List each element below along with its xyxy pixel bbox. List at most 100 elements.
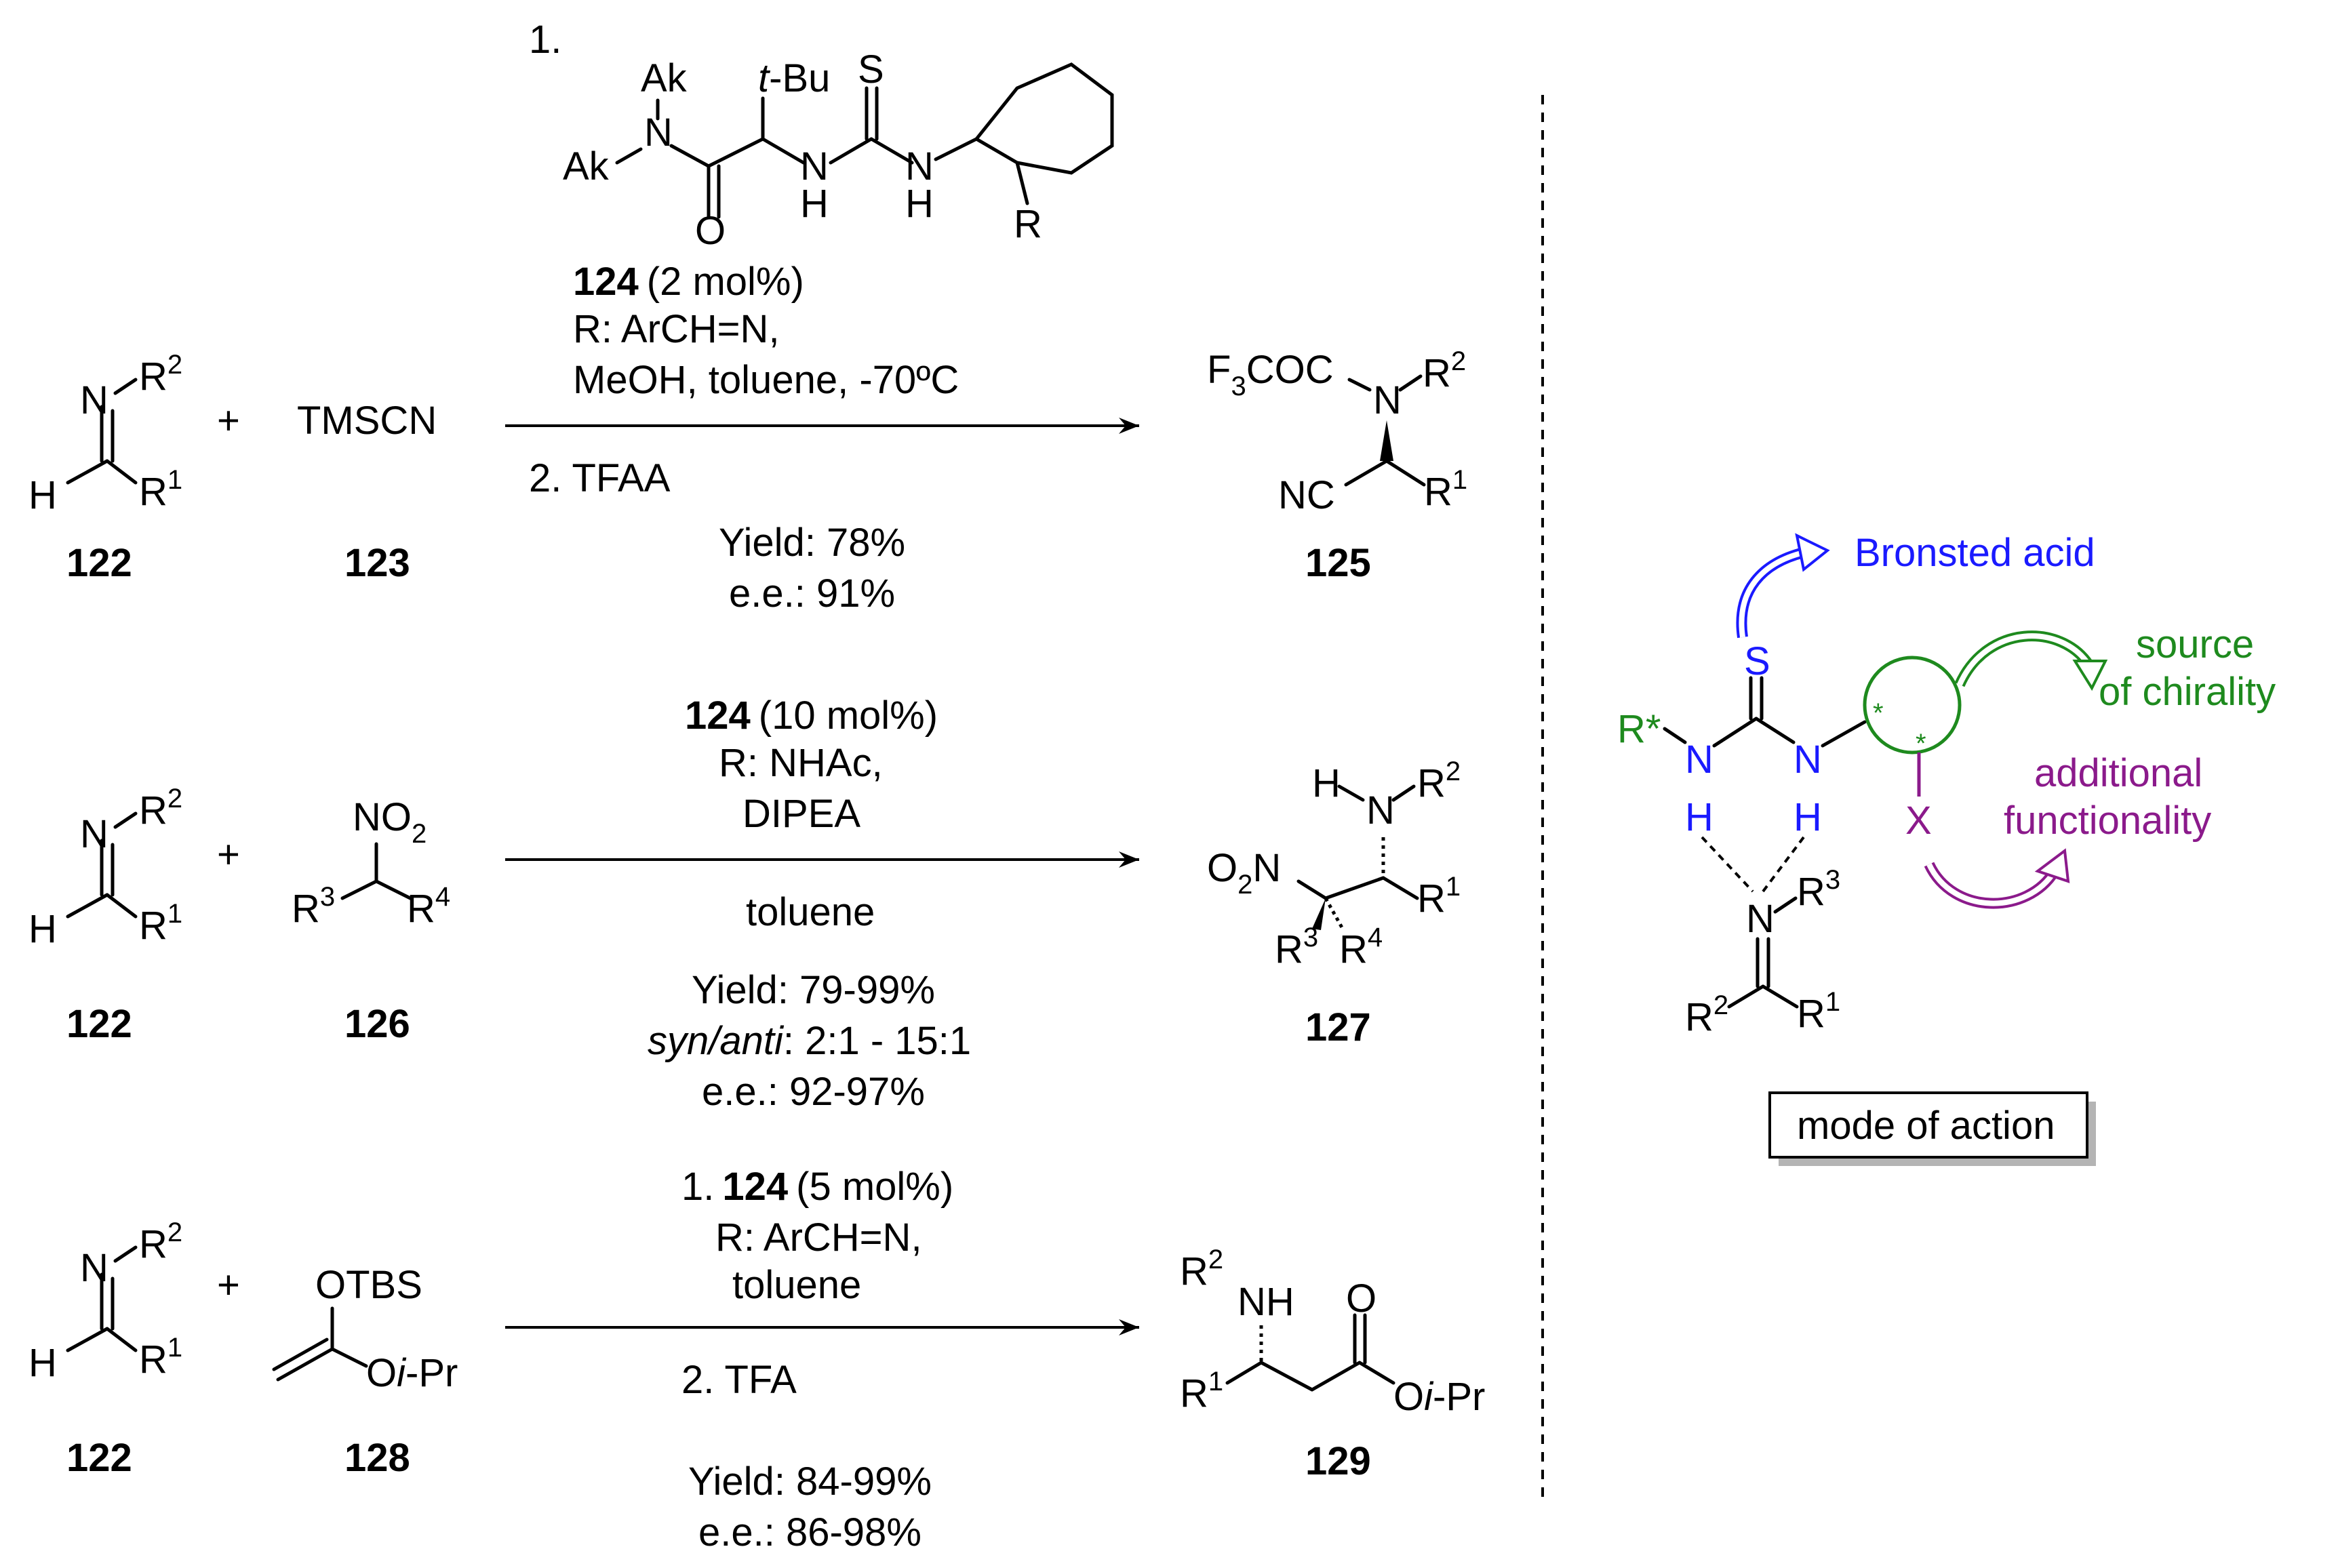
svg-text:S: S (1744, 639, 1770, 683)
compound-id-122-row3: 122 (66, 1436, 132, 1480)
reaction-arrowhead-3 (1119, 1319, 1139, 1335)
reaction-arrowhead-2 (1119, 851, 1139, 868)
svg-text:H: H (800, 182, 829, 226)
svg-text:*: * (1916, 729, 1926, 759)
catalyst-124-structure: 1. Ak N Ak O t-Bu N H S N H R (529, 18, 1114, 253)
product-125-structure: F3COC N R2 NC R1 (1207, 346, 1467, 517)
svg-text:H: H (28, 473, 57, 517)
svg-text:N: N (1366, 788, 1395, 832)
ee-1: e.e.: 91% (729, 571, 895, 616)
ee-2: e.e.: 92-97% (702, 1070, 925, 1114)
reaction-arrowhead-1 (1119, 418, 1139, 434)
svg-text:Oi-Pr: Oi-Pr (366, 1351, 458, 1395)
svg-text:R*: R* (1617, 707, 1661, 751)
svg-text:OTBS: OTBS (315, 1263, 422, 1307)
svg-text:R1: R1 (1180, 1367, 1223, 1415)
catalyst-loading-3: 1.124(5 mol%) (681, 1165, 953, 1209)
svg-text:F3COC: F3COC (1207, 348, 1334, 401)
svg-text:N: N (1685, 738, 1713, 782)
plus-sign-3: + (217, 1263, 240, 1307)
svg-text:H: H (28, 907, 57, 951)
yield-1: Yield: 78% (719, 521, 905, 565)
product-129-structure: R2 NH R1 O Oi-Pr (1180, 1245, 1485, 1419)
svg-text:R3: R3 (292, 882, 335, 931)
plus-sign-1: + (217, 399, 240, 443)
mode-of-action-diagram: Bronsted acid source of chirality additi… (1617, 531, 2276, 1166)
solvent-3: toluene (732, 1263, 861, 1307)
svg-text:N: N (80, 812, 108, 856)
svg-text:1.: 1. (529, 18, 561, 62)
svg-text:O2N: O2N (1207, 846, 1281, 900)
mode-of-action-box-label: mode of action (1797, 1104, 2055, 1148)
svg-text:R2: R2 (1417, 757, 1461, 805)
svg-text:N: N (80, 1246, 108, 1290)
svg-text:H: H (1685, 795, 1713, 839)
svg-text:R3: R3 (1797, 865, 1840, 914)
svg-text:R1: R1 (139, 899, 182, 948)
yield-2: Yield: 79-99% (692, 968, 935, 1012)
step2-3: 2. TFA (681, 1358, 797, 1402)
svg-text:NC: NC (1278, 473, 1335, 517)
svg-text:R1: R1 (1417, 872, 1461, 921)
svg-text:NH: NH (1237, 1280, 1294, 1324)
reactant-tmscn: TMSCN (297, 399, 437, 443)
catalyst-r-group-3: R: ArCH=N, (715, 1215, 922, 1260)
svg-text:Oi-Pr: Oi-Pr (1393, 1375, 1485, 1419)
dr-2: syn/anti: 2:1 - 15:1 (648, 1019, 971, 1063)
svg-text:H: H (1794, 795, 1822, 839)
yield-3: Yield: 84-99% (688, 1460, 932, 1504)
label-functionality-line1: additional (2034, 751, 2202, 795)
label-bronsted-acid: Bronsted acid (1855, 531, 2095, 575)
svg-text:N: N (1746, 897, 1775, 941)
svg-text:R3: R3 (1275, 923, 1318, 971)
product-127-structure: H N R2 O2N R1 R3 R4 (1207, 757, 1461, 971)
svg-text:R1: R1 (1424, 465, 1467, 514)
svg-text:R2: R2 (139, 784, 182, 832)
compound-id-123: 123 (344, 541, 410, 585)
compound-id-127: 127 (1305, 1005, 1371, 1049)
svg-text:R4: R4 (1339, 923, 1383, 971)
svg-text:NO2: NO2 (353, 795, 427, 849)
svg-text:N: N (80, 378, 108, 422)
ee-3: e.e.: 86-98% (698, 1510, 922, 1554)
svg-text:H: H (905, 182, 934, 226)
catalyst-loading-2: 124(10 mol%) (685, 693, 938, 738)
svg-text:Ak: Ak (641, 56, 688, 100)
svg-text:X: X (1905, 799, 1932, 843)
svg-text:*: * (1873, 698, 1884, 728)
compound-id-122-row2: 122 (66, 1002, 132, 1046)
svg-text:H: H (28, 1341, 57, 1385)
svg-text:S: S (858, 47, 884, 92)
imine-122-row1: N R2 H R1 (28, 350, 182, 517)
catalyst-r-group-2: R: NHAc, (719, 741, 883, 785)
silyl-ketene-acetal-128-structure: OTBS Oi-Pr (272, 1263, 458, 1395)
conditions-1: MeOH, toluene, -70ºC (573, 358, 959, 402)
svg-text:R2: R2 (139, 1218, 182, 1266)
catalyst-loading-1: 124(2 mol%) (573, 260, 804, 304)
svg-text:O: O (1346, 1276, 1376, 1321)
label-functionality-line2: functionality (2004, 799, 2211, 843)
solvent-2: toluene (746, 890, 875, 934)
svg-text:R2: R2 (1180, 1245, 1223, 1293)
svg-text:N: N (800, 144, 829, 188)
catalyst-r-group-1: R: ArCH=N, (573, 307, 780, 351)
svg-text:R1: R1 (139, 465, 182, 514)
svg-text:R4: R4 (407, 882, 450, 931)
label-chirality-line1: source (2136, 622, 2254, 666)
svg-text:O: O (695, 209, 726, 253)
svg-text:R2: R2 (139, 350, 182, 399)
svg-text:R2: R2 (1685, 990, 1728, 1039)
compound-id-128: 128 (344, 1436, 410, 1480)
step2-1: 2. TFAA (529, 456, 671, 500)
compound-id-122-row1: 122 (66, 541, 132, 585)
imine-122-row2: N R2 H R1 (28, 784, 182, 951)
svg-text:N: N (1373, 378, 1402, 422)
svg-text:R1: R1 (139, 1333, 182, 1382)
svg-text:H: H (1312, 761, 1341, 805)
svg-text:t-Bu: t-Bu (758, 56, 830, 100)
svg-text:Ak: Ak (563, 144, 610, 188)
svg-text:N: N (1794, 738, 1822, 782)
imine-122-row3: N R2 H R1 (28, 1218, 182, 1385)
base-2: DIPEA (742, 792, 860, 836)
